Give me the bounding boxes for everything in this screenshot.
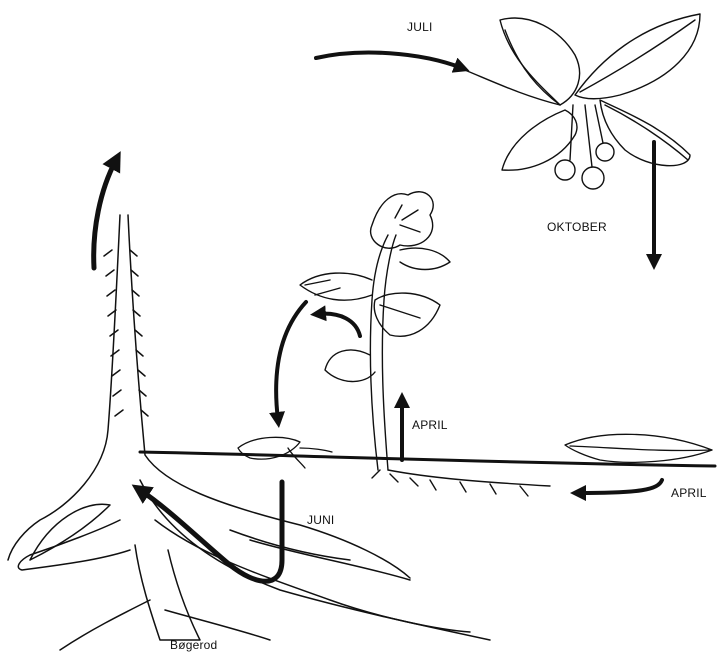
- arrow-up-trunk: [94, 160, 116, 268]
- arrow-juli: [316, 53, 462, 68]
- small-leaf: [238, 437, 332, 468]
- arrow-down-to-ground: [276, 302, 306, 420]
- beech-branch: [455, 14, 700, 189]
- label-juni: JUNI: [307, 513, 334, 527]
- arrow-seedling-left: [318, 314, 360, 336]
- label-april-leaf: APRIL: [671, 486, 707, 500]
- ground-line: [140, 452, 715, 466]
- seedling: [300, 192, 550, 496]
- fallen-leaf: [565, 434, 712, 462]
- label-root: Bøgerod: [170, 638, 217, 652]
- arrow-juni: [140, 482, 282, 581]
- label-oktober: OKTOBER: [547, 220, 607, 234]
- label-juli: JULI: [407, 20, 432, 34]
- beech-roots: [18, 480, 490, 650]
- arrow-april-right: [578, 480, 662, 493]
- beech-trunk: [8, 215, 410, 578]
- label-april-stem: APRIL: [412, 418, 448, 432]
